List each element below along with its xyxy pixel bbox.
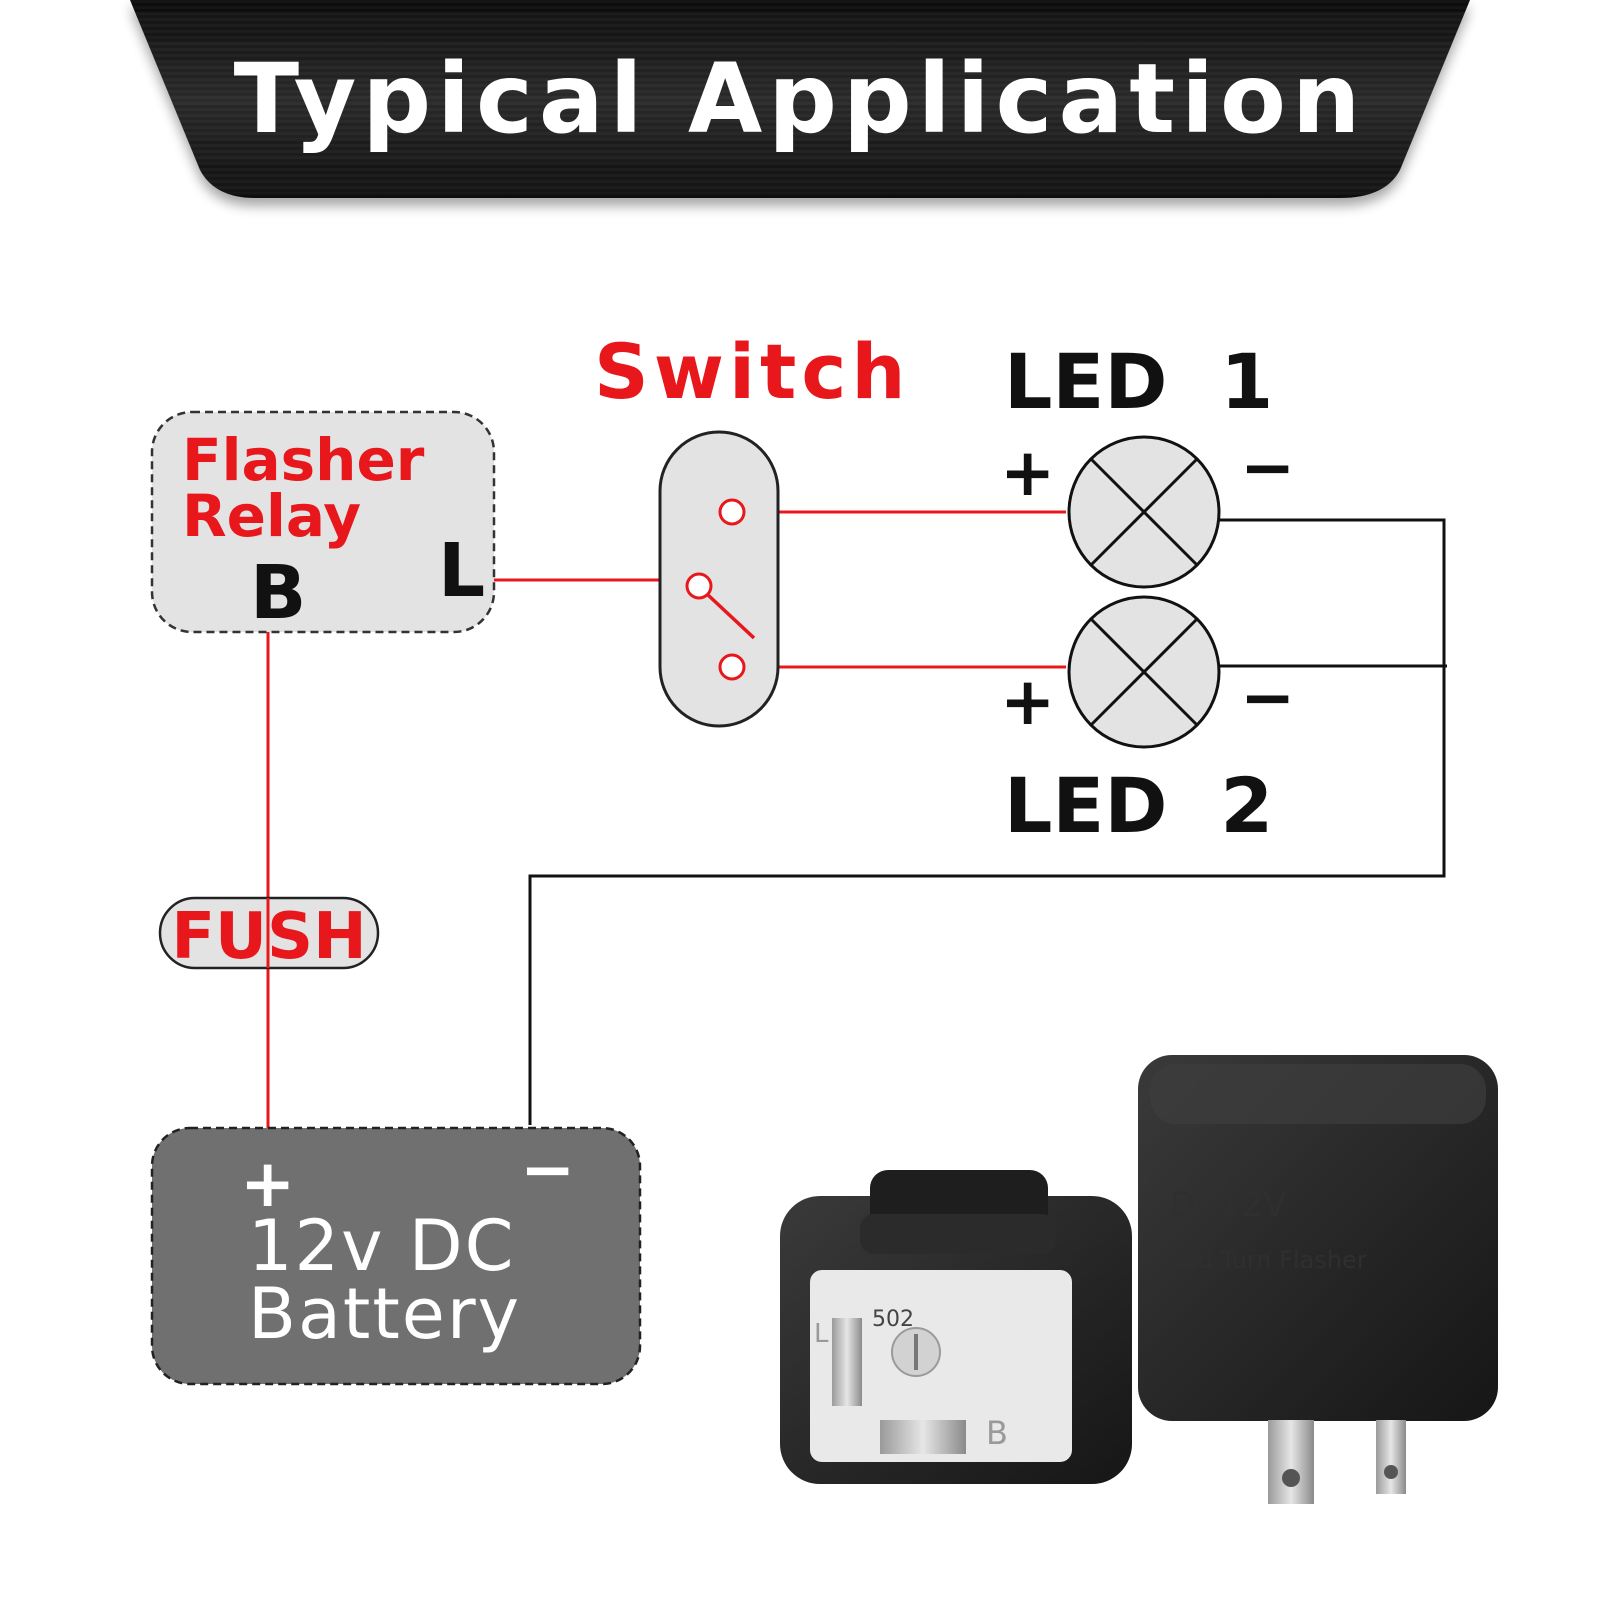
pin-icon <box>1376 1420 1406 1494</box>
flasher-unit-back: DC12V Led Turn Flasher <box>1138 1055 1498 1504</box>
battery-line2: Battery <box>248 1273 521 1355</box>
pin-b-label: B <box>986 1414 1008 1452</box>
wires <box>266 510 1447 1130</box>
led1-minus: − <box>1240 429 1295 506</box>
pin-l-label: L <box>814 1319 829 1349</box>
battery-line1: 12v DC <box>248 1205 516 1287</box>
fuse-label: FUSH <box>171 900 366 974</box>
battery-plus: + <box>240 1145 295 1222</box>
led2-minus: − <box>1240 659 1295 736</box>
switch-contact-common <box>685 572 713 600</box>
relay-terminal-l: L <box>438 528 485 614</box>
relay-title-line2: Relay <box>182 482 361 550</box>
dial-text: 502 <box>872 1307 914 1332</box>
led1-plus: + <box>1000 434 1055 511</box>
product-face-sub: Led Turn Flasher <box>1170 1246 1367 1274</box>
pin-icon <box>832 1318 862 1406</box>
switch-label: Switch <box>594 327 910 416</box>
header-banner: Typical Application <box>130 0 1470 198</box>
flasher-relay: Flasher Relay B L <box>150 410 496 636</box>
flasher-unit-front: L 502 B <box>780 1170 1132 1484</box>
led1-label: LED 1 <box>1004 337 1273 426</box>
battery-minus: − <box>520 1131 575 1208</box>
battery: + − 12v DC Battery <box>150 1126 642 1386</box>
product-face-text: DC12V <box>1170 1185 1286 1225</box>
switch-body <box>658 430 780 728</box>
fuse: FUSH <box>158 896 380 974</box>
switch-contact-bottom <box>718 653 746 681</box>
relay-title-line1: Flasher <box>182 426 425 494</box>
led2-label: LED 2 <box>1004 761 1273 850</box>
relay-terminal-b: B <box>250 550 306 636</box>
wire-ground-return <box>528 518 1446 1125</box>
page-title: Typical Application <box>234 43 1367 155</box>
switch: Switch <box>594 327 910 728</box>
pin-icon <box>1268 1420 1314 1504</box>
pin-icon <box>880 1420 966 1454</box>
switch-contact-top <box>718 498 746 526</box>
product-photo: DC12V Led Turn Flasher L 502 B <box>780 1055 1498 1504</box>
led-1: LED 1 + − <box>1000 337 1295 589</box>
led2-plus: + <box>1000 663 1055 740</box>
led-2: + − LED 2 <box>1000 595 1295 850</box>
switch-lever <box>706 593 756 640</box>
